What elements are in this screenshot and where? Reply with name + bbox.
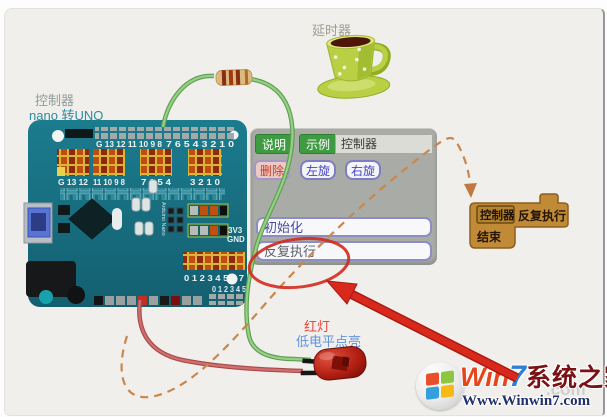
pin-group [188,149,222,176]
flow-repeat-label: 反复执行 [518,208,566,223]
help-tab[interactable]: 说明 [255,134,293,154]
pin-labels-top-left: G 13 12 11 10 9 8 [96,140,163,149]
group-label: G 13 12 [58,178,89,187]
watermark-brand: Win7系统之家 [460,358,607,394]
usb-connector [23,202,53,244]
flow-end-label: 结束 [477,229,502,244]
component [112,208,122,230]
top-pin-header [95,127,235,139]
screw-hole [52,130,64,142]
power-jack [26,261,85,304]
pin-labels-top-right: 7 6 5 4 3 2 1 0 [166,140,235,149]
controller-dropdown[interactable]: 控制器 [335,134,433,154]
delay-timer-label: 延时器 [312,23,352,38]
pin-header [208,294,246,305]
power-label-gnd: GND [227,235,245,244]
group-label: 3 2 1 0 [190,178,221,187]
mcu-chip [68,198,116,240]
init-menu-row[interactable]: 初始化 [256,217,432,237]
flow-controller-label: 控制器 [480,208,515,222]
pin-group [183,252,245,270]
flow-block-group[interactable]: 控制器 反复执行 结束 [465,190,575,255]
arduino-board: G 13 12 11 10 9 8 7 6 5 4 3 2 1 0 G 13 1… [23,120,247,307]
group-label: 11 10 9 8 [93,178,126,187]
red-led-note: 低电平点亮 [296,334,362,349]
pin-group [140,149,172,176]
reset-button [39,290,53,304]
rotate-left-button[interactable]: 左旋 [300,160,336,180]
block-editor-panel: 说明 示例 控制器 删除 左旋 右旋 初始化 反复执行 [250,128,437,265]
windows-logo [416,362,464,410]
loop-menu-row[interactable]: 反复执行 [256,241,432,261]
board-vertical-text: Arduino Nano [160,202,166,236]
watermark-url: Www.Winwin7.com [462,393,591,409]
example-tab[interactable]: 示例 [299,134,337,154]
watermark: .com Win7系统之家 Www.Winwin7.com [416,356,607,416]
delete-button[interactable]: 删除 [254,160,290,180]
watermark-ghost: .com [546,380,586,399]
connector-row [60,188,225,200]
pin-labels-bottom-1: 0 1 2 3 4 5 6 7 [184,274,245,283]
brand-win: Win [460,362,510,392]
pin-group [93,149,125,176]
brand-7: 7 [509,360,526,393]
rotate-right-button[interactable]: 右旋 [345,160,381,180]
brand-site: 系统之家 [525,364,607,392]
pin-labels-bottom-2: 0 1 2 3 4 5 [212,285,246,294]
controller-caption: 控制器 [35,93,75,108]
board-name-label: nano 转UNO [29,108,104,123]
power-label-3v3: 3V3 [228,226,243,235]
flow-controller-slot[interactable] [476,205,515,224]
windows-flag-icon [426,370,454,400]
